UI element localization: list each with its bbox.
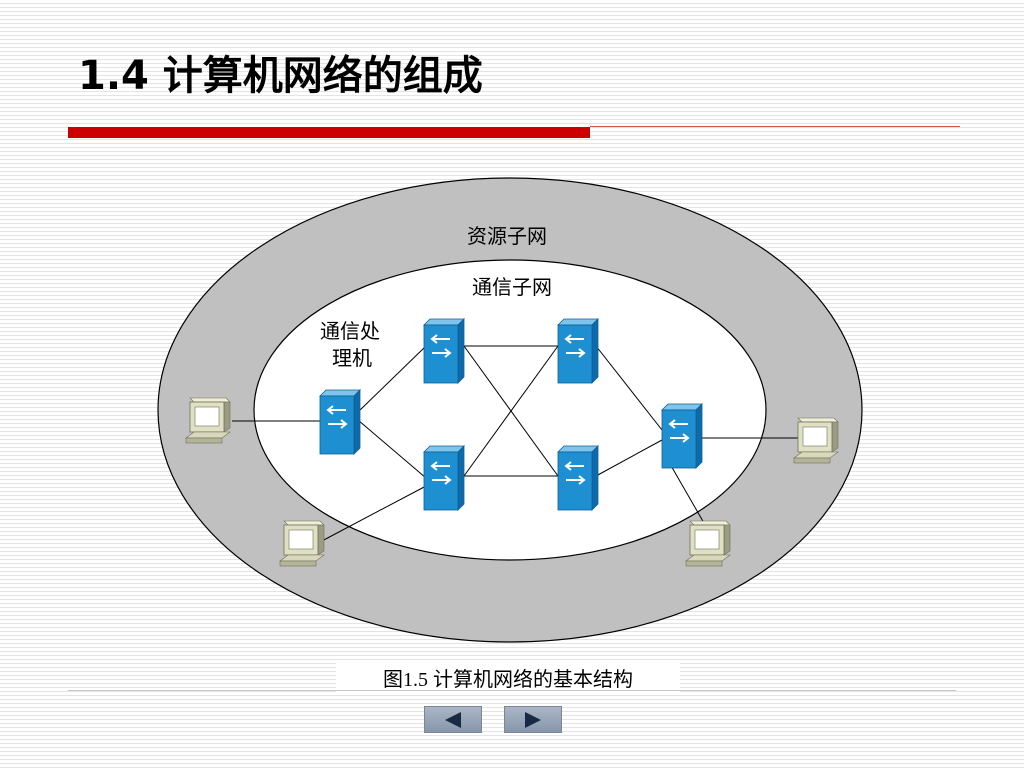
network-links [232,345,798,543]
figure-caption: 图1.5 计算机网络的基本结构 [336,660,680,694]
network-switch-icon [661,403,703,469]
network-switch-icon [423,445,465,511]
network-switch-icon [557,318,599,384]
link [357,345,427,413]
triangle-left-icon [445,711,461,728]
link [595,345,663,431]
link [595,439,663,477]
computer-icon [685,520,731,567]
title-underline-thin [590,126,960,127]
network-switch-icon [319,389,361,455]
computer-icon [793,417,839,464]
processor-label-line1: 通信处 [320,320,380,343]
triangle-right-icon [525,711,541,728]
network-switch-icon [423,318,465,384]
communication-subnet-label: 通信子网 [472,276,552,299]
footer-divider [68,690,956,691]
title-underline-bar [68,127,590,138]
resource-subnet-label: 资源子网 [467,225,547,248]
next-slide-button[interactable] [504,706,562,733]
network-switch-icon [557,445,599,511]
computer-icon [279,520,325,567]
link [463,345,559,477]
processor-label-line2: 理机 [332,347,372,370]
slide-title: 1.4 计算机网络的组成 [78,53,483,99]
previous-slide-button[interactable] [424,706,482,733]
computer-icon [185,397,231,444]
link [319,485,427,543]
link [357,419,427,479]
